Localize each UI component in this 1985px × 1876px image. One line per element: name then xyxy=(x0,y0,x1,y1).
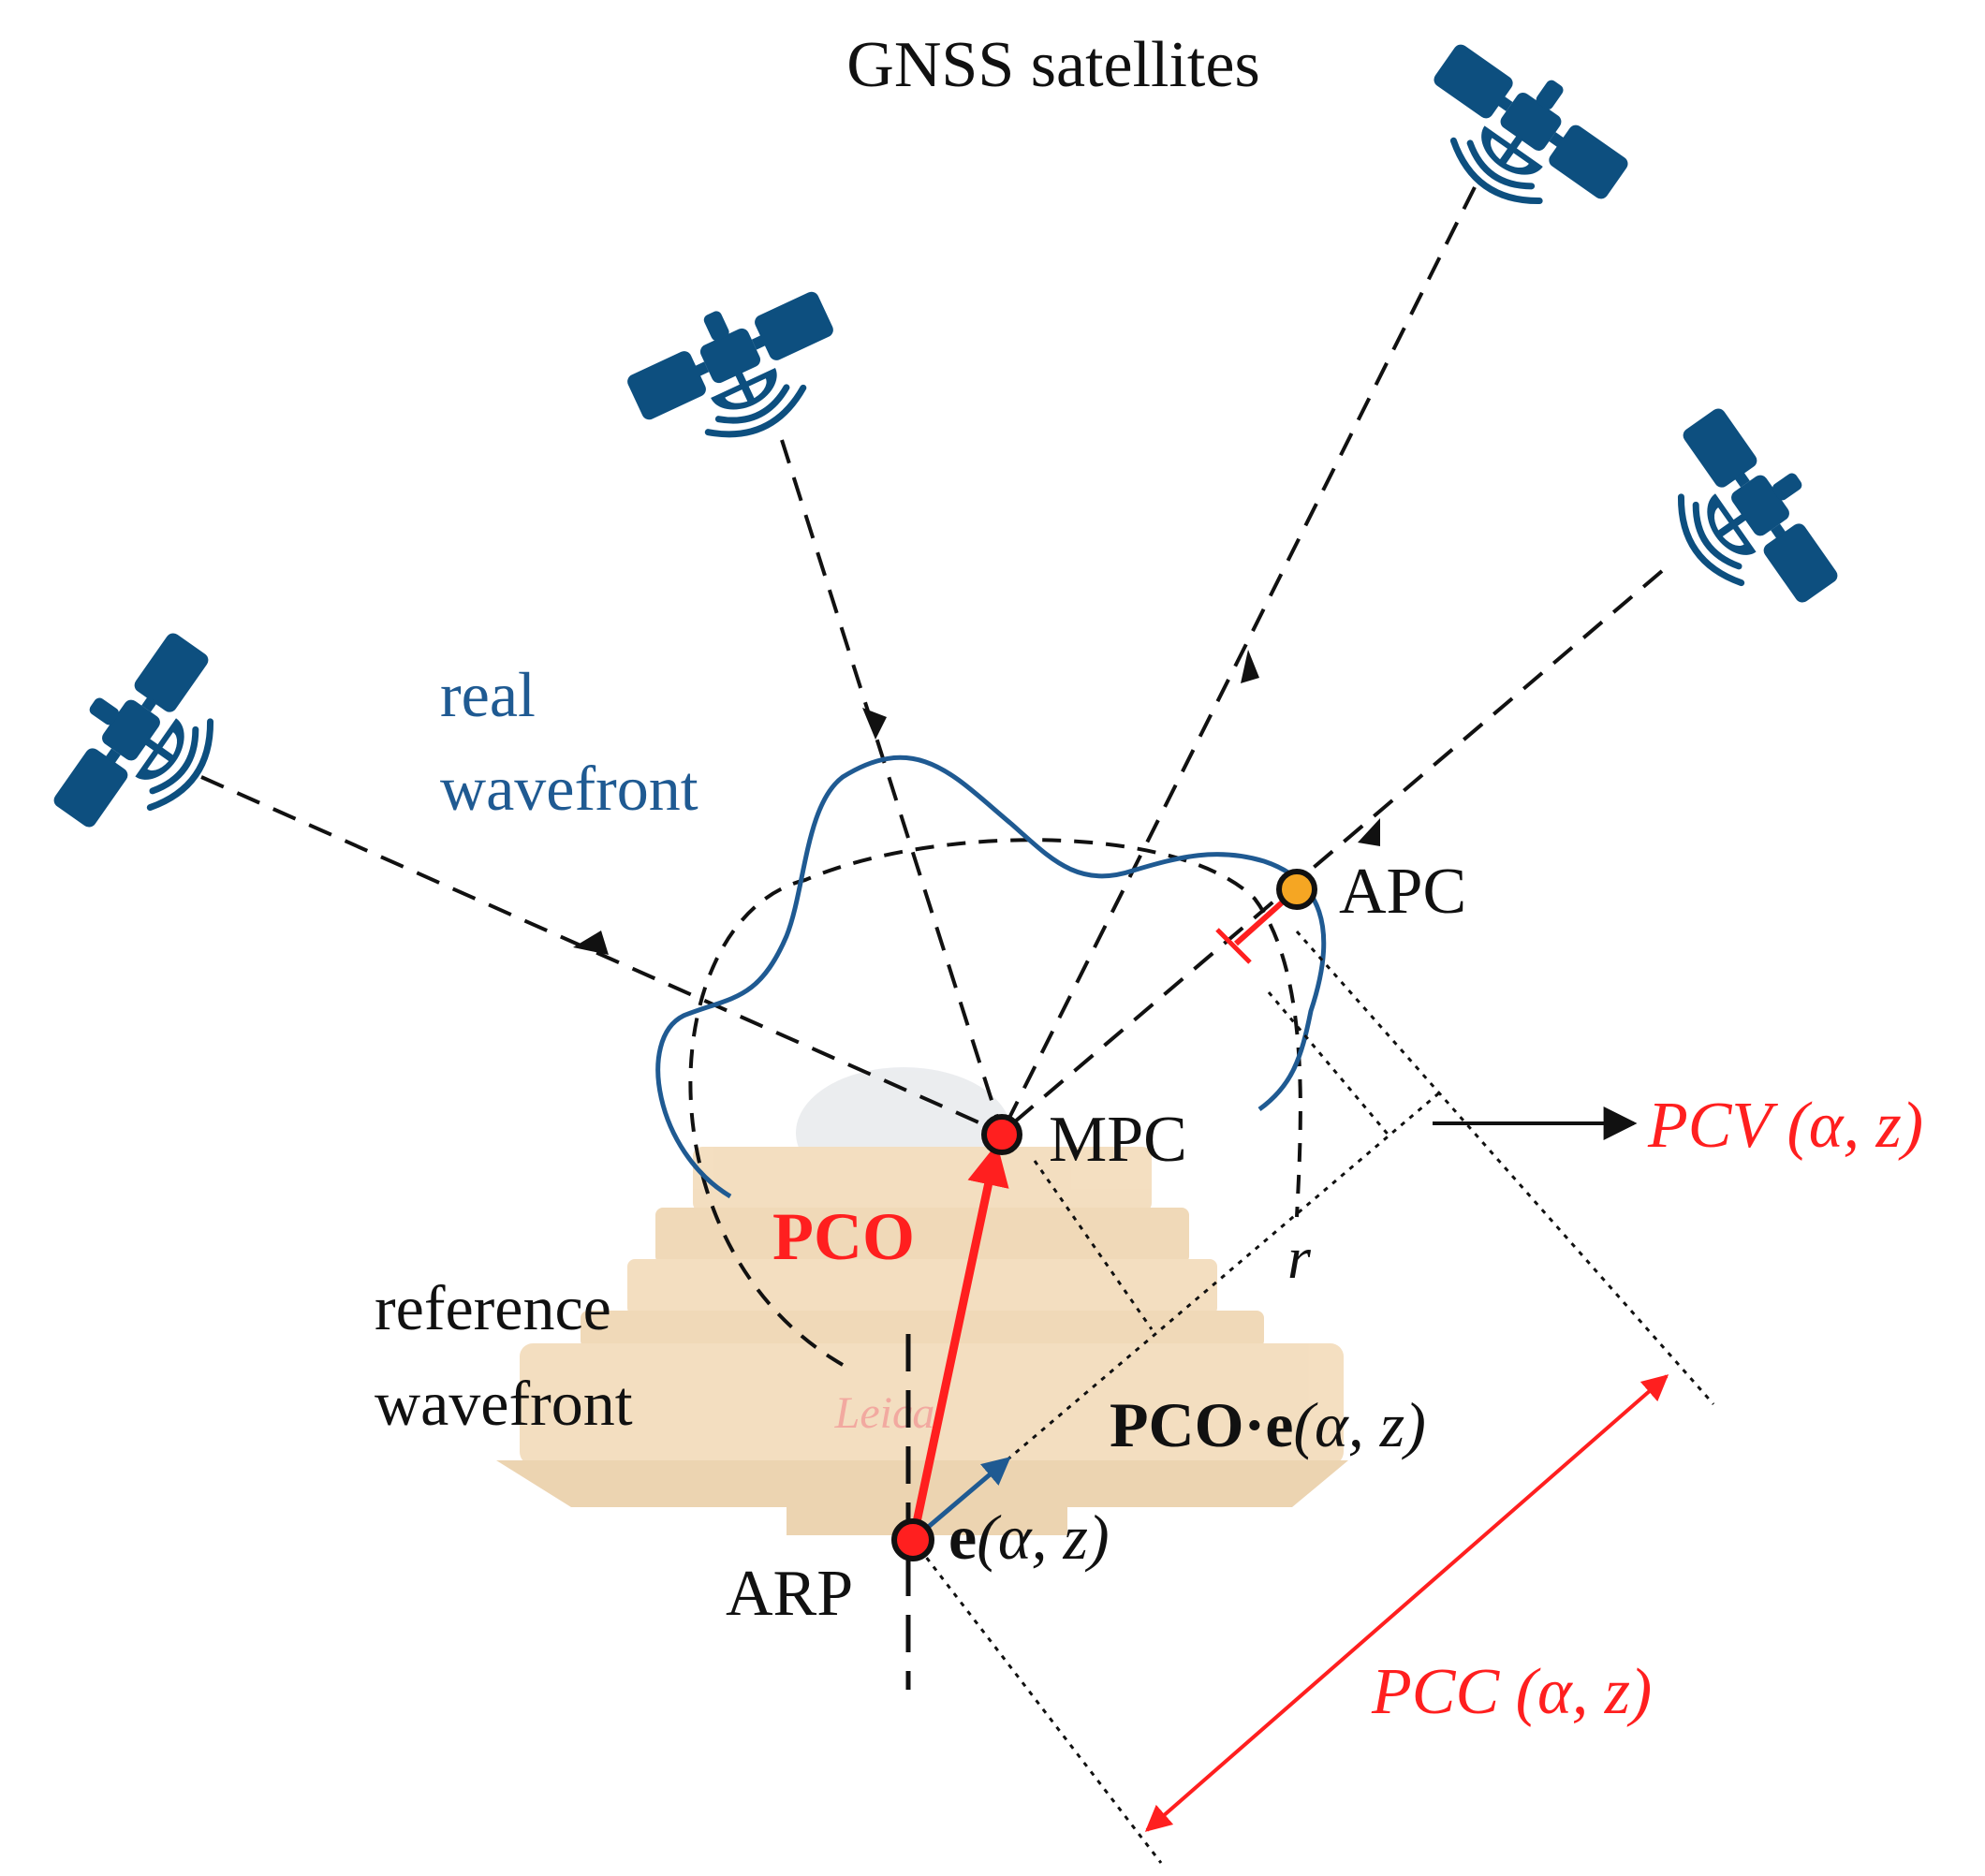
unit-vector-e-bold: e xyxy=(948,1502,977,1573)
reference-wavefront-label-line1: reference xyxy=(375,1272,611,1343)
apc-label: APC xyxy=(1339,856,1466,928)
pco-dot-e-args: (α, z) xyxy=(1293,1389,1425,1460)
incoming-signal-rays xyxy=(200,186,1664,1135)
pcv-label-prefix: PCV xyxy=(1647,1090,1778,1162)
unit-vector-e-label: e(α, z) xyxy=(948,1502,1110,1573)
mpc-label: MPC xyxy=(1049,1104,1187,1176)
satellite-icon xyxy=(1400,23,1643,246)
pco-vector xyxy=(908,1143,1009,1541)
pco-label: PCO xyxy=(772,1199,915,1274)
figure-title: GNSS satellites xyxy=(846,29,1259,101)
satellite-icon xyxy=(1636,393,1859,637)
antenna-body xyxy=(496,1067,1348,1535)
satellite-icon xyxy=(615,269,859,471)
mpc-marker xyxy=(981,1114,1022,1155)
ray-direction-arrows xyxy=(573,650,1380,955)
radius-label: r xyxy=(1287,1224,1312,1291)
pcc-label-prefix: PCC xyxy=(1371,1656,1500,1728)
pcv-tick xyxy=(1215,928,1252,964)
pco-dot-e-bold: PCO·e xyxy=(1110,1389,1293,1460)
pcv-label: PCV (α, z) xyxy=(1647,1090,1923,1162)
real-wavefront xyxy=(655,755,1327,1199)
pcv-label-args: (α, z) xyxy=(1786,1090,1923,1162)
apc-marker xyxy=(1276,869,1317,910)
real-wavefront-label-line1: real xyxy=(440,659,536,730)
pcc-double-arrow xyxy=(1144,1374,1669,1832)
arp-label: ARP xyxy=(726,1558,853,1630)
unit-vector-e-args: (α, z) xyxy=(977,1502,1109,1573)
pco-dot-e-label: PCO·e(α, z) xyxy=(1110,1389,1426,1460)
arp-marker xyxy=(891,1518,934,1561)
real-wavefront-label-line2: wavefront xyxy=(440,753,698,824)
reference-wavefront xyxy=(688,838,1302,1367)
satellite-icon xyxy=(33,618,256,861)
antenna-logo: Leica xyxy=(834,1388,935,1438)
pcc-label: PCC (α, z) xyxy=(1371,1656,1652,1728)
reference-wavefront-label-line2: wavefront xyxy=(375,1368,633,1439)
pcc-label-args: (α, z) xyxy=(1516,1656,1653,1728)
